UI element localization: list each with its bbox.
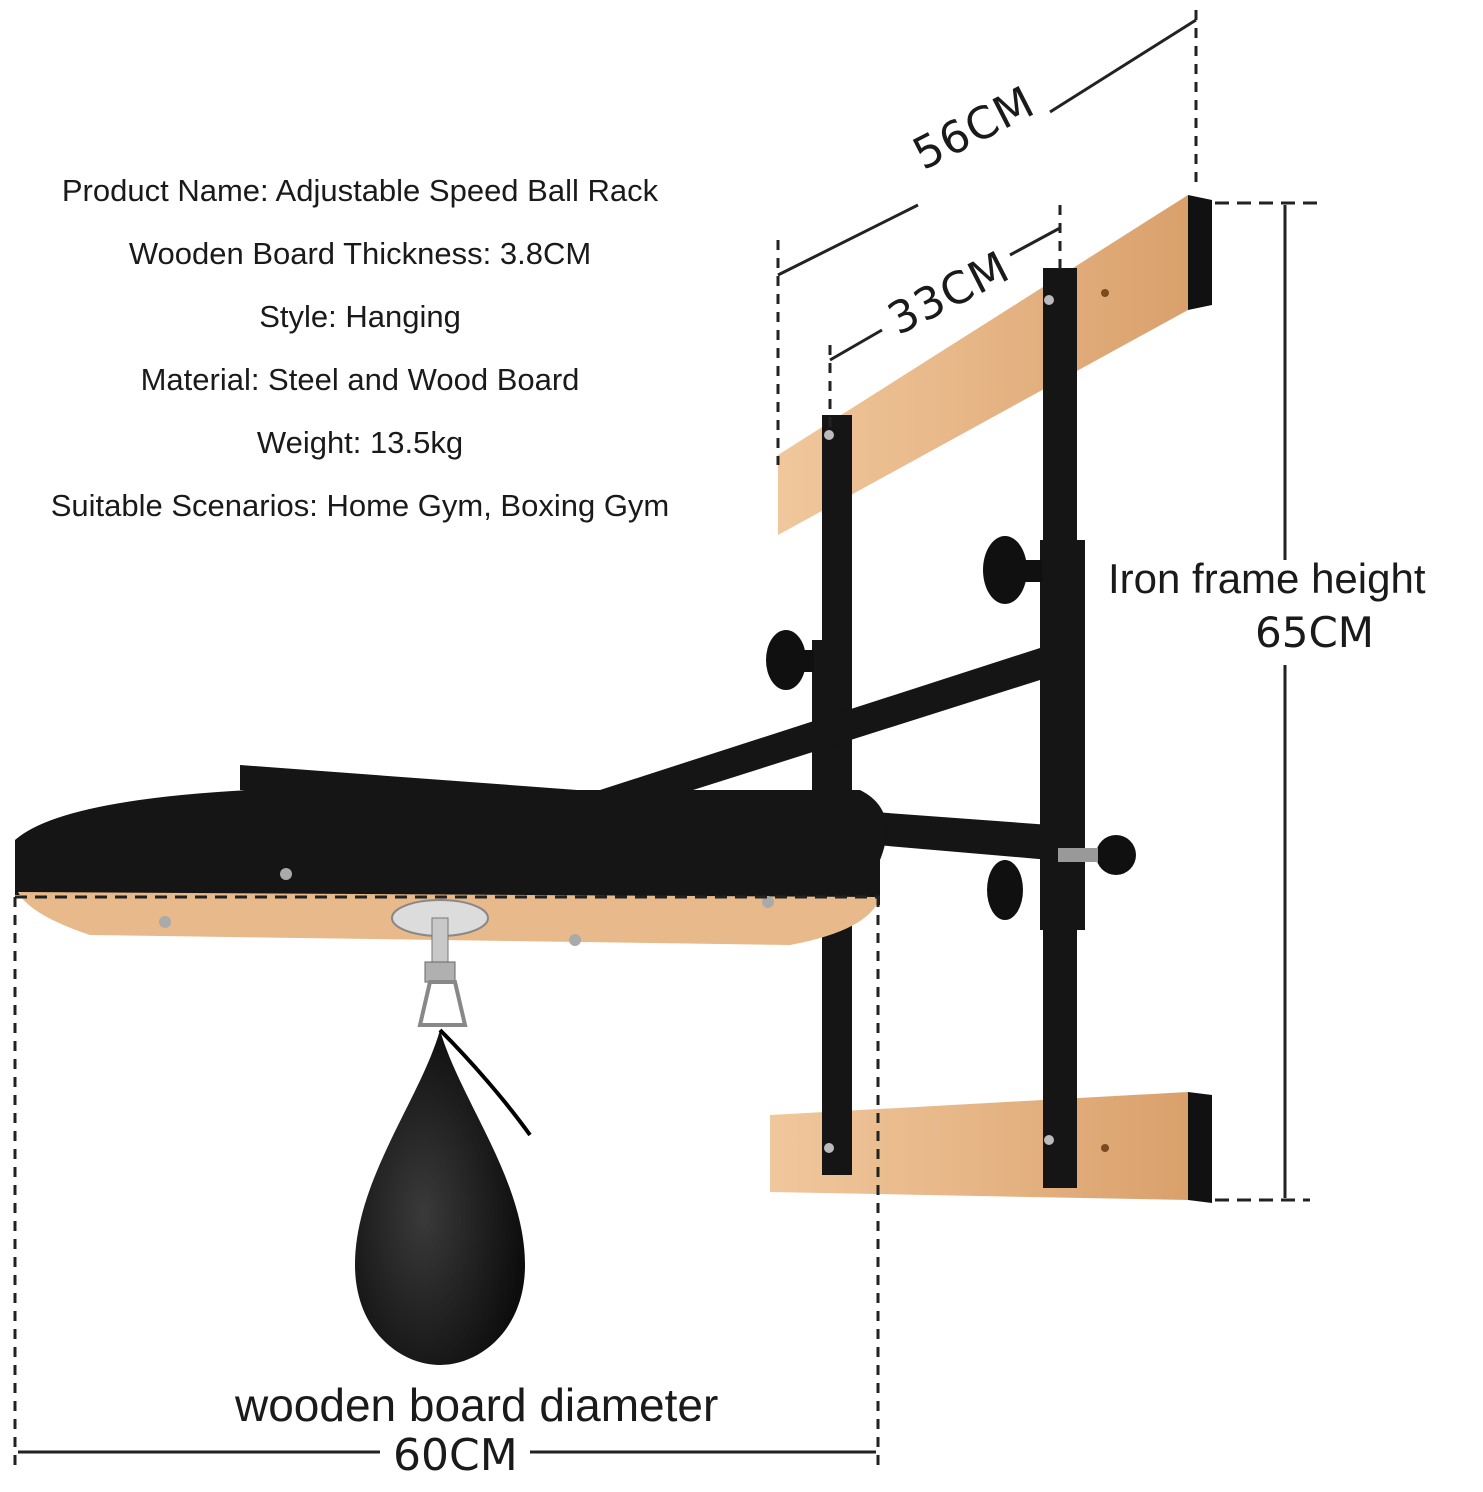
adjustment-knobs <box>766 536 1136 920</box>
bottom-wood-board <box>770 1092 1212 1203</box>
diameter-label: wooden board diameter <box>235 1379 719 1431</box>
spec-style: Style: Hanging <box>259 299 461 334</box>
dimension-lines <box>13 10 1325 1470</box>
steel-posts <box>812 268 1085 1188</box>
diameter-value: 60CM <box>393 1430 518 1481</box>
frame-height-value: 65CM <box>1255 608 1375 657</box>
frame-height-label: Iron frame height <box>1108 555 1426 602</box>
spec-board-thickness: Wooden Board Thickness: 3.8CM <box>128 236 592 271</box>
swivel-mount <box>391 899 489 1027</box>
speed-bag <box>355 1028 532 1365</box>
spec-material: Material: Steel and Wood Board <box>140 362 580 397</box>
spec-product-name: Product Name: Adjustable Speed Ball Rack <box>61 173 659 208</box>
spec-scenarios: Suitable Scenarios: Home Gym, Boxing Gym <box>50 488 670 523</box>
top-wood-board <box>778 195 1212 535</box>
spec-weight: Weight: 13.5kg <box>256 425 464 460</box>
